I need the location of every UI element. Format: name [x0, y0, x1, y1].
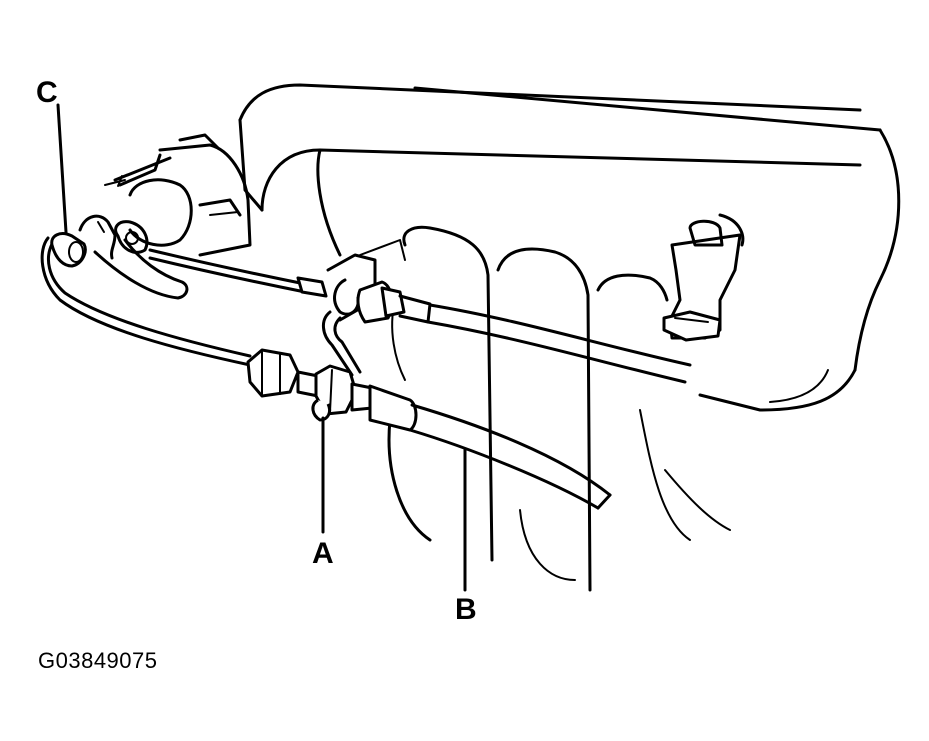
callout-b: B	[455, 593, 477, 626]
throttle-cam	[78, 214, 189, 300]
grommet-c	[50, 232, 87, 268]
callout-c: C	[36, 76, 58, 109]
cable-bracket	[322, 239, 692, 384]
callout-a: A	[312, 537, 334, 570]
inner-cable	[148, 248, 328, 298]
mounting-clip	[662, 219, 742, 342]
cable-housing	[368, 384, 612, 510]
figure-code: G03849075	[38, 648, 158, 673]
sensor-wire	[40, 236, 252, 367]
throttle-body	[104, 133, 252, 257]
leader-line-c	[56, 103, 68, 234]
intake-runners	[387, 225, 731, 592]
intake-manifold-outline	[238, 83, 901, 412]
adjusting-nuts	[246, 348, 374, 422]
leader-lines	[56, 103, 467, 592]
